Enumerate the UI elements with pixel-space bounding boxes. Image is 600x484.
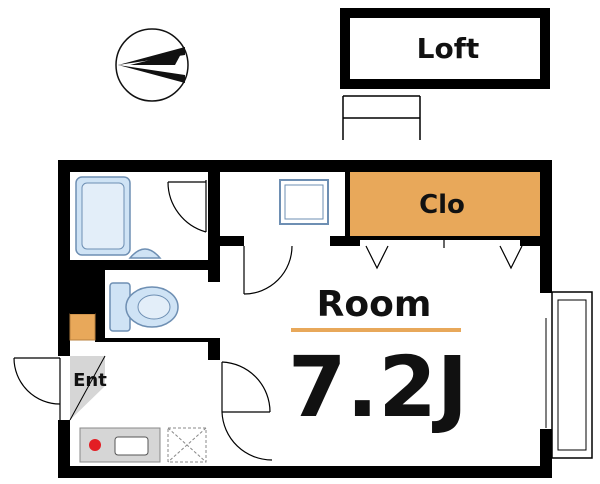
washer-space-top [279,179,329,225]
room-label: Room [317,284,432,325]
room-door-lower [221,361,273,461]
washer-icon [167,427,207,463]
bathtub-icon [75,176,131,256]
shoe-cabinet [69,313,96,341]
entrance-label: Ent [73,370,107,391]
loft-ladder [342,95,421,140]
closet-label: Clo [419,190,465,220]
entrance: Ent [69,355,107,421]
balcony [540,291,593,459]
entrance-door [13,357,61,420]
north-arrow-icon [115,28,189,102]
outer-walls [58,160,552,478]
room-door-upper [243,245,293,295]
closet [350,172,540,236]
sink-icon [128,248,162,259]
room-underline [291,328,461,332]
interior-walls [70,172,540,360]
room-size: 7.2J [288,338,468,436]
loft-label: Loft [417,32,480,65]
closet-doors [365,240,523,270]
black-block [70,270,95,314]
loft: Loft [340,8,550,89]
kitchen-counter [79,427,161,463]
stove-icon [89,439,101,451]
bath-door [167,180,207,233]
toilet-icon [109,282,179,332]
